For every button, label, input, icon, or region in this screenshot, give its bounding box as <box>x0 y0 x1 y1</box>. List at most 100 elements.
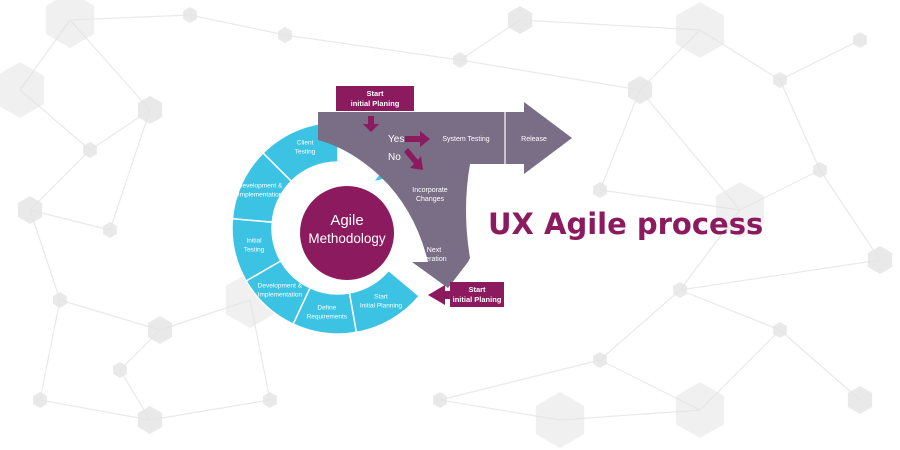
background-link <box>679 259 881 291</box>
background-hexagon-node <box>507 6 533 34</box>
background-hexagon-node <box>183 7 197 23</box>
background-hexagon-node <box>33 392 47 408</box>
cycle-step-label: Testing <box>244 247 265 254</box>
cycle-step-label: Implementation <box>258 291 303 298</box>
background-hexagon-node <box>867 246 893 274</box>
center-label-line2: Methodology <box>308 231 386 246</box>
cycle-segment <box>245 259 312 326</box>
callout-bottom-line1: Start <box>468 285 486 294</box>
decision-no-label: No <box>388 152 401 163</box>
background-hexagon-node <box>593 352 607 368</box>
callout-bottom-line2: initial Planing <box>453 295 502 304</box>
next-iteration-line2: Iteration <box>421 256 446 263</box>
background-hexagon-node <box>773 322 787 338</box>
background-hexagon-node <box>45 0 95 48</box>
background-link <box>39 399 151 421</box>
callout-top-box <box>336 86 414 111</box>
background-link <box>284 34 461 61</box>
background-hexagon-node <box>715 182 765 238</box>
cycle-segment <box>292 286 358 335</box>
background-hexagon-node <box>813 162 827 178</box>
cycle-step-label: Implementation <box>238 192 283 199</box>
background-link <box>29 209 61 301</box>
down-arrow-icon <box>363 116 379 132</box>
cycle-step-label: Define <box>317 304 336 311</box>
cycle-segment <box>231 217 282 283</box>
background-hexagon-node <box>53 292 67 308</box>
background-hexagon-node <box>137 96 163 124</box>
background-link <box>599 289 681 361</box>
incorporate-changes-line1: Incorporate <box>412 187 448 194</box>
cycle-segment <box>231 151 293 224</box>
release-label: Release <box>521 136 547 143</box>
callout-top: Start initial Planing <box>336 86 414 111</box>
incorporate-changes-line2: Changes <box>416 196 445 203</box>
cycle-step-label: Development & <box>238 183 283 190</box>
flow-band-shape <box>318 102 572 288</box>
background-hexagon-node <box>263 392 277 408</box>
cycle-step-label: Initial <box>246 238 262 245</box>
cycle-step-label: Client <box>297 140 314 147</box>
background-link <box>519 19 701 31</box>
decision-yes-label: Yes <box>388 134 404 145</box>
cycle-step-label: Requirements <box>307 313 348 320</box>
cycle-step-label: Testing <box>295 149 316 156</box>
callout-bottom: Start initial Planing <box>428 282 504 307</box>
background-hexagon-node <box>113 362 127 378</box>
next-iteration-line1: Next <box>427 247 441 254</box>
callout-bottom-arrow-icon <box>428 285 452 305</box>
background-hexagon-node <box>627 76 653 104</box>
background-hexagon-node <box>675 2 725 58</box>
background-link <box>149 399 271 421</box>
callout-top-line2: initial Planing <box>351 99 400 108</box>
callout-bottom-box <box>450 282 504 307</box>
background-link <box>779 329 861 401</box>
background-hexagon-node <box>0 62 45 118</box>
background-link <box>779 39 861 81</box>
background-link <box>29 149 91 211</box>
background-hexagon-node <box>147 316 173 344</box>
center-circle <box>300 186 394 280</box>
background-link <box>819 169 881 261</box>
background-link <box>39 299 61 401</box>
cycle-step-label: Start <box>374 294 388 301</box>
background-link <box>779 79 821 171</box>
background-hexagon-node <box>278 27 292 43</box>
background-link <box>459 59 641 91</box>
background-link <box>29 209 111 231</box>
decision-arrows <box>363 116 430 170</box>
cycle-segment <box>348 269 421 334</box>
page-heading: UX Agile process <box>488 207 764 241</box>
background-link <box>109 109 151 231</box>
background-link <box>679 289 781 331</box>
background-hexagon-node <box>103 222 117 238</box>
background-hexagon-node <box>847 386 873 414</box>
background-hexagon-node <box>853 32 867 48</box>
background-link <box>59 299 161 331</box>
background-hexagon-node <box>593 182 607 198</box>
background-link <box>189 14 286 36</box>
background-link <box>639 89 741 211</box>
yes-arrow-icon <box>405 131 430 147</box>
background-hexagon-node <box>433 392 447 408</box>
system-testing-label: System Testing <box>442 136 489 143</box>
background-hexagon-node <box>453 52 467 68</box>
callout-top-line1: Start <box>366 89 384 98</box>
no-arrow-icon <box>404 148 423 170</box>
background-hexagon-node <box>673 282 687 298</box>
cycle-step-label: Development & <box>258 282 303 289</box>
background-hexagon-node <box>137 406 163 434</box>
background-hexagon-node <box>83 142 97 158</box>
background-hexagon-node <box>675 382 725 438</box>
flow-band <box>318 102 572 288</box>
background-hexagon-node <box>773 72 787 88</box>
background-hexagon-node <box>535 392 585 448</box>
cycle-step-label: Initial Planning <box>360 303 403 310</box>
background-link <box>439 359 601 401</box>
center-label-line1: Agile <box>330 212 363 229</box>
background-hexagon-node <box>17 196 43 224</box>
background-link <box>599 89 641 191</box>
